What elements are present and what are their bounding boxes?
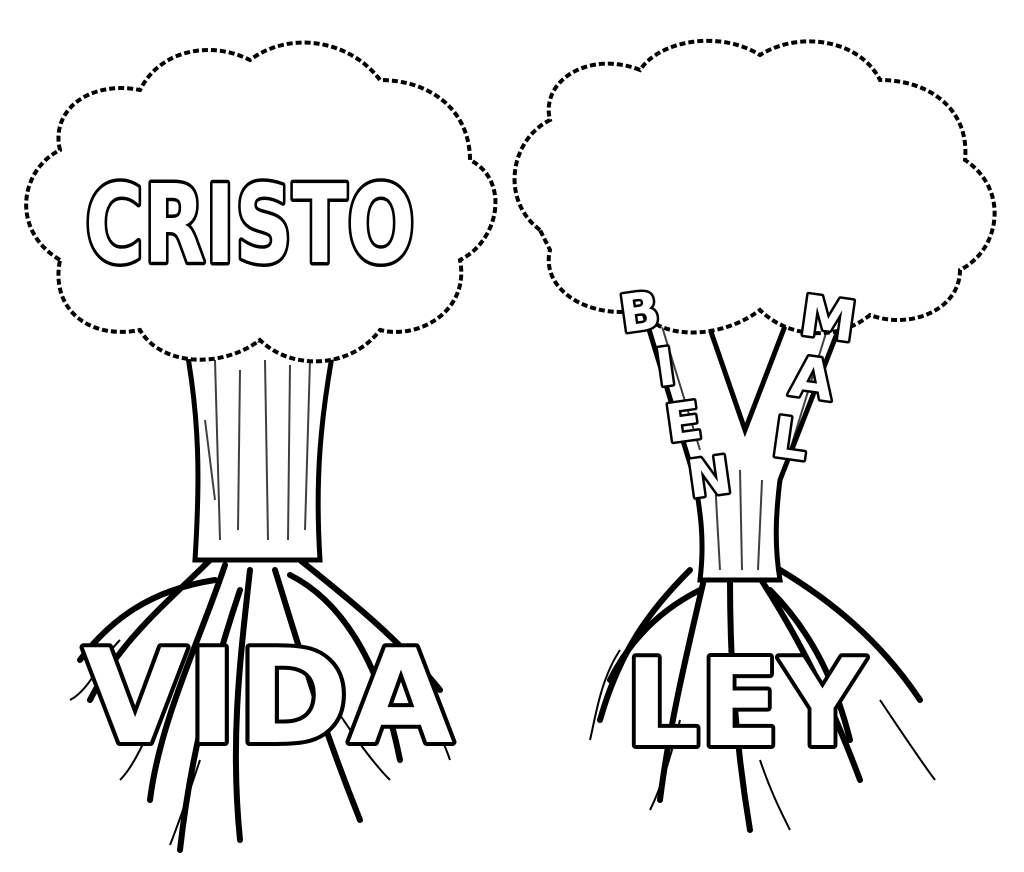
branch-letter-m: M [796, 283, 860, 355]
branch-letter-n: N [684, 445, 735, 510]
branch-letter-l: L [768, 405, 812, 474]
left-tree-trunk [181, 337, 339, 563]
left-tree-root-word: VIDA [83, 621, 453, 773]
left-tree-crown-word: CRISTO [85, 163, 415, 288]
left-tree-fine-roots [69, 639, 451, 846]
right-tree: B I E N M A L LEY [512, 38, 997, 833]
left-tree-crown [24, 40, 498, 364]
right-tree-right-branch-word: M A L [765, 281, 862, 477]
right-tree-bark-texture [659, 319, 831, 571]
left-tree-bark-texture [204, 359, 311, 541]
left-tree-roots [77, 557, 443, 853]
right-tree-crown [512, 38, 997, 336]
right-tree-fine-roots [589, 649, 936, 831]
right-tree-trunk [636, 297, 854, 583]
branch-letter-b: B [616, 281, 664, 346]
branch-letter-a: A [786, 344, 839, 414]
left-tree: CRISTO VIDA [24, 40, 498, 853]
right-tree-roots [597, 567, 923, 833]
right-tree-root-word: LEY [625, 635, 867, 774]
